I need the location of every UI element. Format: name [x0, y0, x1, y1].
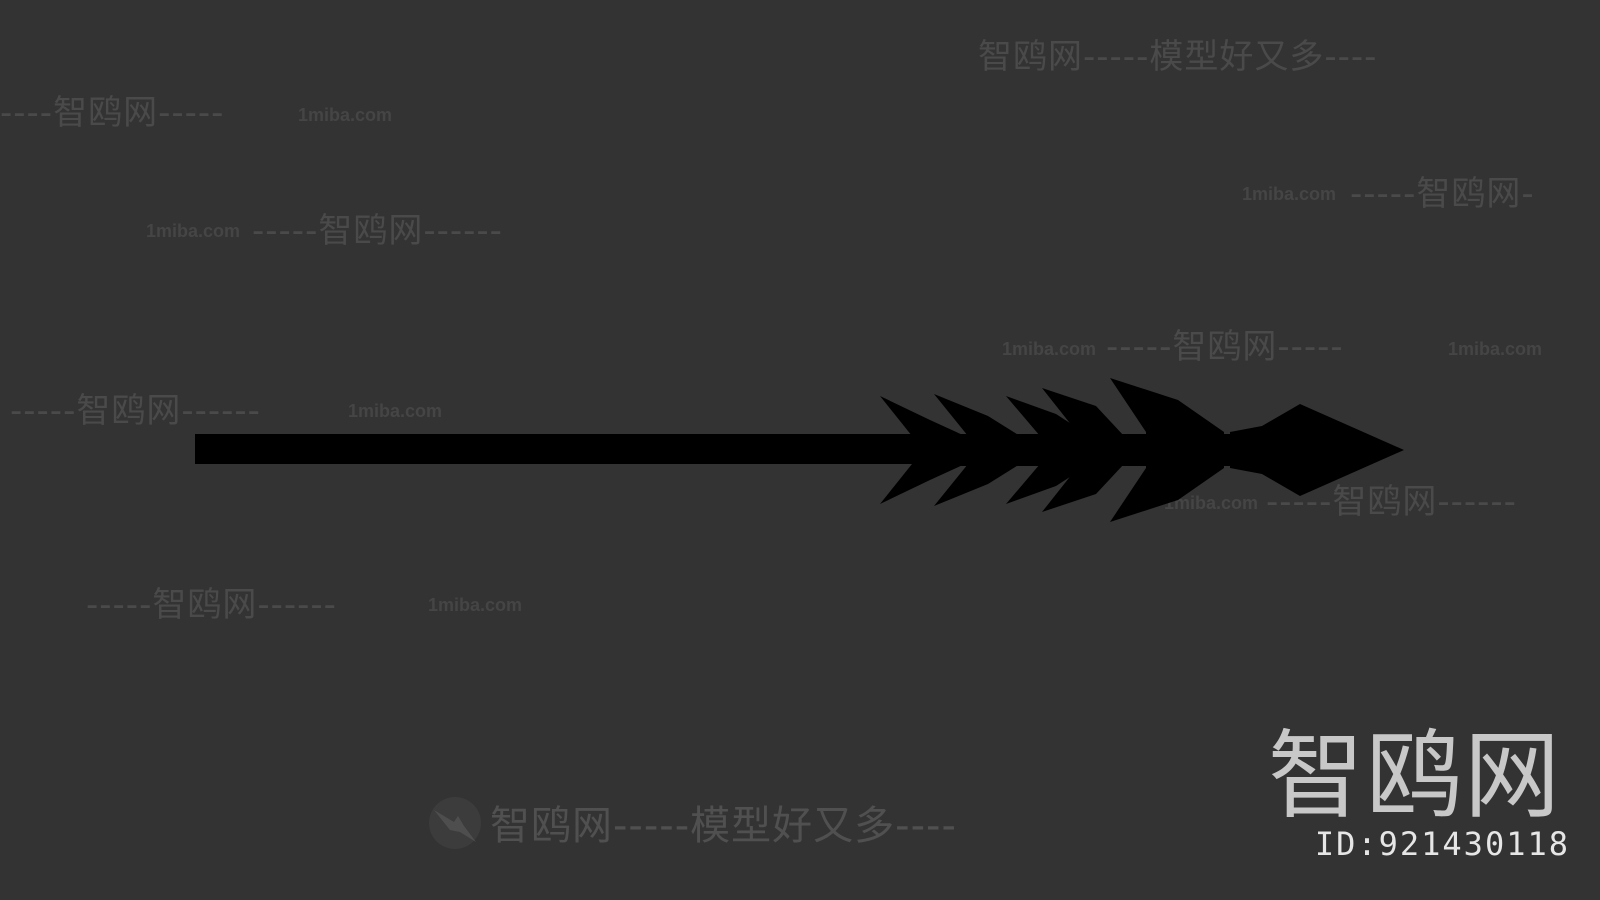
watermark-mid-right: -----智鸥网----- — [1106, 327, 1344, 367]
watermark-upper-left-url: 1miba.com — [298, 105, 393, 125]
bird-icon — [429, 797, 481, 849]
watermark-mid-right-url-2: 1miba.com — [1448, 339, 1543, 359]
watermark-mid-left-url: 1miba.com — [348, 401, 443, 421]
watermark-top-right: 智鸥网-----模型好又多---- — [978, 37, 1378, 77]
arrow-head — [1230, 404, 1404, 496]
watermark-mid-right-url: 1miba.com — [1002, 339, 1097, 359]
watermark-lower-left: -----智鸥网------ — [86, 585, 337, 625]
watermark-lower-right-url: 1miba.com — [1164, 493, 1259, 513]
arrow-shaft — [195, 434, 965, 464]
watermark-right: -----智鸥网- — [1350, 174, 1535, 214]
arrow-fletching — [880, 378, 1250, 522]
watermark-upper-left: ----智鸥网----- — [0, 93, 225, 133]
watermark-right-url: 1miba.com — [1242, 184, 1337, 204]
watermark-left-url: 1miba.com — [146, 221, 241, 241]
watermark-left: -----智鸥网------ — [252, 211, 503, 251]
watermark-mid-left: -----智鸥网------ — [10, 391, 261, 431]
brand-logo-text: 智鸥网 — [1268, 720, 1562, 832]
watermark-bottom: 智鸥网-----模型好又多---- — [490, 803, 957, 849]
image-id-label: ID:921430118 — [1314, 825, 1570, 863]
watermark-lower-left-url: 1miba.com — [428, 595, 523, 615]
